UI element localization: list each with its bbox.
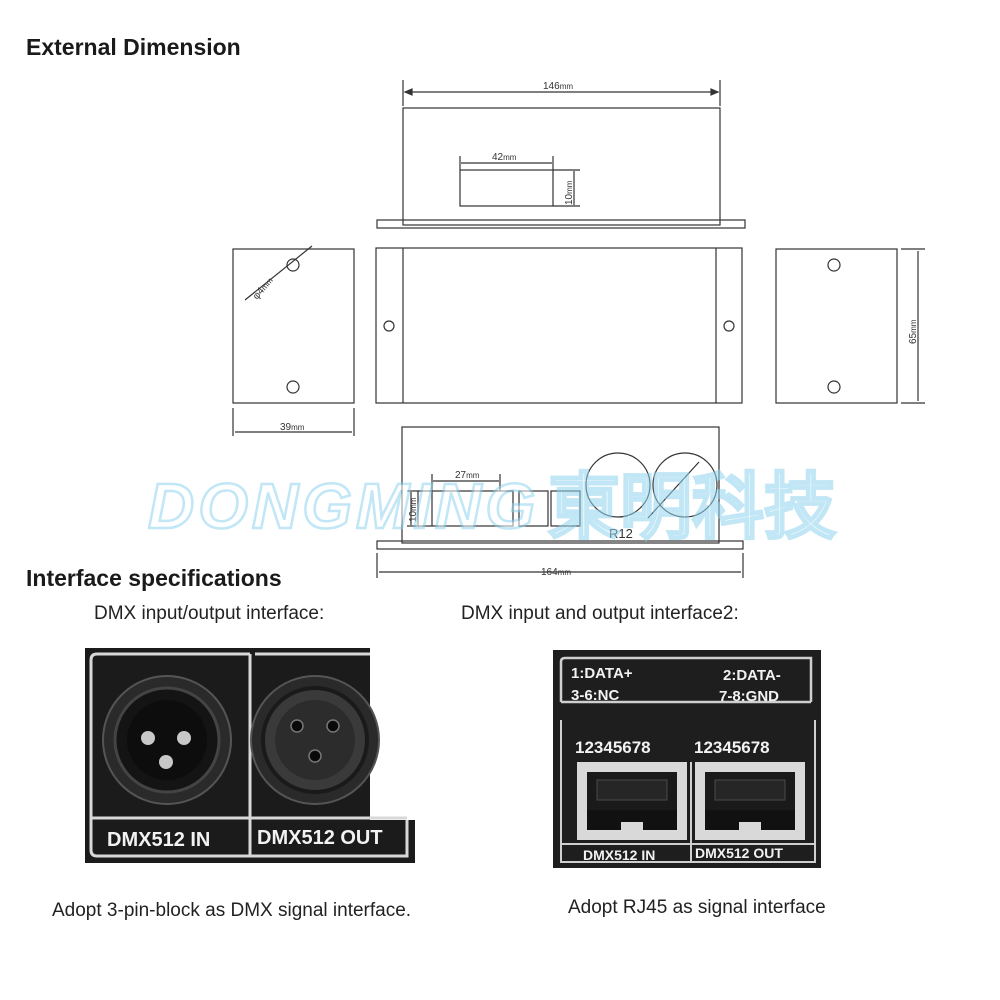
rj45-port-b (550, 490, 581, 527)
left-view-hole-bottom (286, 380, 300, 394)
watermark: DONGMING 東明科技 (147, 467, 838, 550)
bottom-view-flange (376, 540, 744, 550)
front-view (375, 247, 743, 404)
rj45-port-a (518, 490, 549, 527)
right-view-hole-bottom (827, 380, 841, 394)
pin1-label: 1:DATA+ (571, 665, 633, 682)
front-view-hole-left (383, 320, 395, 332)
dim-label-39: 39mm (280, 422, 305, 433)
pins-right-label: 12345678 (694, 738, 770, 757)
xlr-photo: DMX512 IN DMX512 OUT (85, 648, 415, 863)
right-view-hole-top (827, 258, 841, 272)
xlr-out-label: DMX512 OUT (257, 827, 383, 849)
front-view-hole-right (723, 320, 735, 332)
top-view-flange (376, 219, 746, 229)
dim-label-164: 164mm (541, 567, 571, 578)
pin2-label: 2:DATA- (723, 667, 781, 684)
rj45-interface-title: DMX input and output interface2: (461, 603, 739, 624)
xlr-in-label: DMX512 IN (107, 829, 210, 851)
rj45-out-label: DMX512 OUT (695, 845, 783, 861)
knob-b (652, 452, 718, 518)
rj45-caption: Adopt RJ45 as signal interface (568, 897, 826, 918)
xlr-interface-title: DMX input/output interface: (94, 603, 325, 624)
pins-left-label: 12345678 (575, 738, 651, 757)
right-view-body (775, 248, 898, 404)
dim-label-hole: φ4mm (251, 275, 276, 302)
xlr-female-connector (250, 675, 380, 805)
rj45-photo: 1:DATA+ 2:DATA- 3-6:NC 7-8:GND 12345678 … (553, 650, 821, 868)
front-view-outer (375, 247, 743, 404)
rj45-jack-in (577, 762, 687, 840)
watermark-latin: DONGMING (148, 470, 539, 542)
right-view (775, 248, 925, 404)
knob-a (585, 452, 651, 518)
top-view-window (459, 169, 554, 207)
dim-label-10-bottom: 10mm (408, 497, 419, 522)
left-view-body (232, 248, 355, 404)
dim-label-42: 42mm (492, 152, 517, 163)
dimension-drawing: 146mm 42mm 10mm φ4mm 39mm 65mm 27mm 10mm… (147, 80, 925, 578)
left-view-hole-top (286, 258, 300, 272)
pin78-label: 7-8:GND (719, 688, 779, 705)
bottom-view-body (401, 426, 720, 544)
dim-label-27: 27mm (455, 470, 480, 481)
bottom-view (376, 426, 744, 578)
left-view (232, 245, 355, 436)
external-dimension-title: External Dimension (26, 34, 241, 60)
rj45-jack-out (695, 762, 805, 840)
terminal-block (417, 490, 514, 527)
dim-label-146: 146mm (543, 81, 573, 92)
rj45-in-label: DMX512 IN (583, 847, 655, 863)
top-view-body (402, 107, 721, 226)
knob-label: R12 (609, 526, 633, 541)
xlr-male-connector (102, 675, 232, 805)
interface-specs-title: Interface specifications (26, 565, 282, 591)
dim-label-65: 65mm (908, 319, 919, 344)
pin36-label: 3-6:NC (571, 687, 620, 704)
dim-label-10-top: 10mm (564, 180, 575, 205)
xlr-caption: Adopt 3-pin-block as DMX signal interfac… (52, 900, 412, 921)
watermark-cjk: 東明科技 (548, 468, 836, 548)
top-view (376, 80, 746, 229)
